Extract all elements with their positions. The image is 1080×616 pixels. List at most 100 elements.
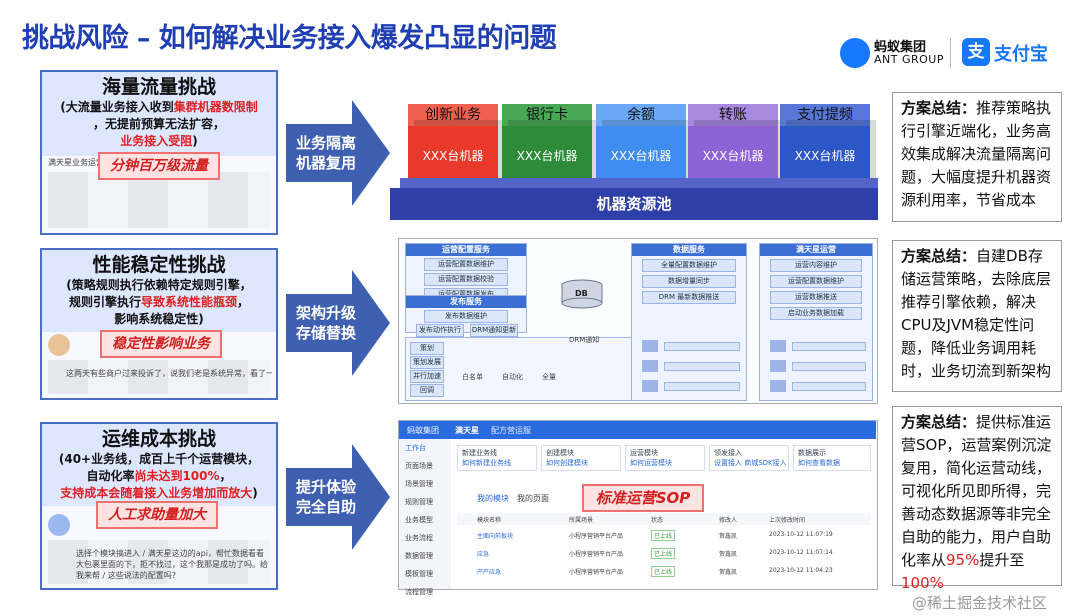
challenge-desc-line: 影响系统稳定性) [114,312,204,326]
status-badge: 已上线 [651,566,676,577]
table-header-cell: 所属场景 [569,517,594,524]
sop-brand: 蚂蚁集团 [407,426,439,435]
sop-sidebar: 工作台 页面场景 场景管理 规则管理 业务模型 业务流程 数据管理 模板管理 流… [399,439,451,596]
block-machines: XXX台机器 [502,126,592,186]
sop-stamp: 标准运营SOP [582,484,704,512]
arch-col-ops-config: 运营配置服务 运营配置数据维护 运营配置数据校验 运营配置数据发布 [405,243,527,301]
blurred-screenshot [48,360,270,394]
sidebar-item[interactable]: 流程管理 [405,588,433,596]
table-header-cell: 上次修改时间 [769,517,806,524]
resource-pool-diagram: 创新业务 XXX台机器 银行卡 XXX台机器 余额 XXX台机器 转账 XXX台… [390,96,890,222]
challenge-desc-line: (大流量业务接入收到集群机器数限制 [60,100,258,114]
arch-publish: 发布服务 发布数据维护 发布动作执行 DRM通知更新 [405,295,527,337]
pool-block-0: 创新业务 XXX台机器 [408,104,498,186]
block-machines: XXX台机器 [688,126,778,186]
arch-rows: 策划 策划发展 并行加速 回调 白名单 自动化 全量 [405,337,655,401]
arch-item: 运营数据推送 [770,291,862,304]
cell-name[interactable]: 产产应急 [477,569,502,576]
arch-item: 运营配置数据维护 [424,258,508,271]
summary-text: 推荐策略执行引擎近端化，业务高效集成解决流量隔离问题，大幅度提升机器资源利用率，… [901,99,1052,209]
cell-name[interactable]: 应急 [477,551,490,558]
solution-summary-2: 方案总结：自建DB存储运营策略，去除底层推荐引擎依赖，解决CPU及JVM稳定性问… [892,240,1062,392]
challenge-stamp: 分钟百万级流量 [98,152,220,180]
sidebar-item[interactable]: 页面场景 [405,462,433,470]
sop-step-tab[interactable]: 新建业务线如何新建业务线 [457,445,537,471]
cell-name[interactable]: 主面向前板块 [477,533,514,540]
arch-note: 白名单 [462,373,483,381]
arch-item: 运营配置数据校验 [424,273,508,286]
summary-label: 方案总结： [901,247,977,265]
pool-block-4: 支付提频 XXX台机器 [780,104,870,186]
arch-note: 自动化 [502,373,523,381]
screenshot-snippet-text: 满天星业务运营 [48,158,104,167]
table-row[interactable]: 主面向前板块 小程序营销平台产品 已上线 贺鑫凯 2023-10-12 11:0… [457,529,871,543]
arch-col-title: 发布服务 [406,296,526,308]
sidebar-item[interactable]: 工作台 [405,444,426,452]
table-header-cell: 修改人 [719,517,738,524]
arch-bar [664,342,740,351]
pool-top-face [400,178,878,190]
challenge-title: 海量流量挑战 [101,76,216,98]
sidebar-item[interactable]: 模板管理 [405,570,433,578]
sop-step-tab[interactable]: 创建模块如何创建模块 [541,445,621,471]
sop-step-tab[interactable]: 数据展示如何查看数据 [793,445,871,471]
cell-scene: 小程序营销平台产品 [569,569,624,576]
arrow-right-icon [286,100,390,206]
sidebar-item[interactable]: 场景管理 [405,480,433,488]
arrow-label: 提升体验完全自助 [295,478,356,516]
solution-summary-3: 方案总结：提供标准运营SOP，运营案例沉淀复用，简化运营动线，可视化所见即所得，… [892,406,1062,592]
arch-item: 运营配置数据维护 [770,275,862,288]
arch-item: DRM 最新数据推送 [642,291,736,304]
challenge-desc-line: (策略规则执行依赖特定规则引擎， [66,278,252,292]
block-name: 创新业务 [408,104,498,126]
blurred-screenshot [48,172,270,228]
arch-note: DRM通知 [569,336,600,344]
tab-my-modules[interactable]: 我的模块 [477,494,509,503]
cell-time: 2023-10-12 11:07:19 [769,531,833,538]
block-machines: XXX台机器 [596,126,686,186]
arch-item: 发布动作执行 [416,324,464,337]
avatar [48,514,70,536]
challenge-desc-line: ，无提前预算无法扩容， [92,117,225,131]
cell-scene: 小程序营销平台产品 [569,533,624,540]
database-icon [561,279,603,309]
pool-block-2: 余额 XXX台机器 [596,104,686,186]
challenge-desc-line: 支持成本会随着接入业务增加而放大) [60,486,258,500]
screenshot-snippet-text: 选择个模块搞进入 / 满天星这边的api，帮忙数据看看大包裹里面的下，拒不找过，… [76,549,268,580]
cell-editor: 贺鑫凯 [719,551,738,558]
screenshot-snippet-text: 这两天有些商户过来投诉了，说我们老是系统异常，看了一下就是fullgc的时候 [66,369,272,378]
server-icon [770,360,786,372]
status-badge: 已上线 [651,530,676,541]
table-row[interactable]: 应急 小程序营销平台产品 已上线 贺鑫凯 2023-10-12 11:07:14 [457,547,871,561]
sop-step-tab[interactable]: 领发接入设置接入 商城SDK接入 [709,445,789,471]
arch-row-label: 并行加速 [410,370,444,383]
sidebar-item[interactable]: 业务流程 [405,534,433,542]
challenge-card-stability: 性能稳定性挑战 (策略规则执行依赖特定规则引擎， 规则引擎执行导致系统性能瓶颈，… [40,248,278,400]
arch-bar [792,382,866,391]
arch-bar [792,342,866,351]
summary-label: 方案总结： [901,99,977,117]
arch-col-title: 数据服务 [632,244,746,256]
challenge-card-header: 海量流量挑战 (大流量业务接入收到集群机器数限制 ，无提前预算无法扩容， 业务接… [42,72,276,156]
arch-bar [664,382,740,391]
arch-col-mantianxing: 满天星运营 运营内容维护 运营配置数据维护 运营数据推送 启动业务数据加载 [759,243,873,401]
tab-my-pages[interactable]: 我的页面 [517,494,549,503]
table-row[interactable]: 产产应急 小程序营销平台产品 已上线 贺鑫凯 2023-10-12 11:04:… [457,565,871,579]
summary-text: 提供标准运营SOP，运营案例沉淀复用，简化运营动线，可视化所见即所得，完善动态数… [901,413,1052,569]
sidebar-item[interactable]: 数据管理 [405,552,433,560]
table-header-cell: 模块名称 [477,517,502,524]
avatar [48,334,70,356]
arch-item: DRM通知更新 [470,324,518,337]
sidebar-item[interactable]: 规则管理 [405,498,433,506]
ant-group-name-en: ANT GROUP [874,53,944,66]
sop-topbar [399,421,876,439]
challenge-title: 性能稳定性挑战 [92,254,226,276]
arch-item: 发布数据维护 [424,310,508,323]
summary-text: 提升至 [979,551,1025,569]
sop-step-tab[interactable]: 运营模块如何运营模块 [625,445,705,471]
challenge-desc-line: 自动化率尚未达到100%， [86,469,232,483]
arch-item: 全量配置数据维护 [642,259,736,272]
arrow-right-icon [286,270,390,376]
arch-col-title: 运营配置服务 [406,244,526,256]
sidebar-item[interactable]: 业务模型 [405,516,433,524]
